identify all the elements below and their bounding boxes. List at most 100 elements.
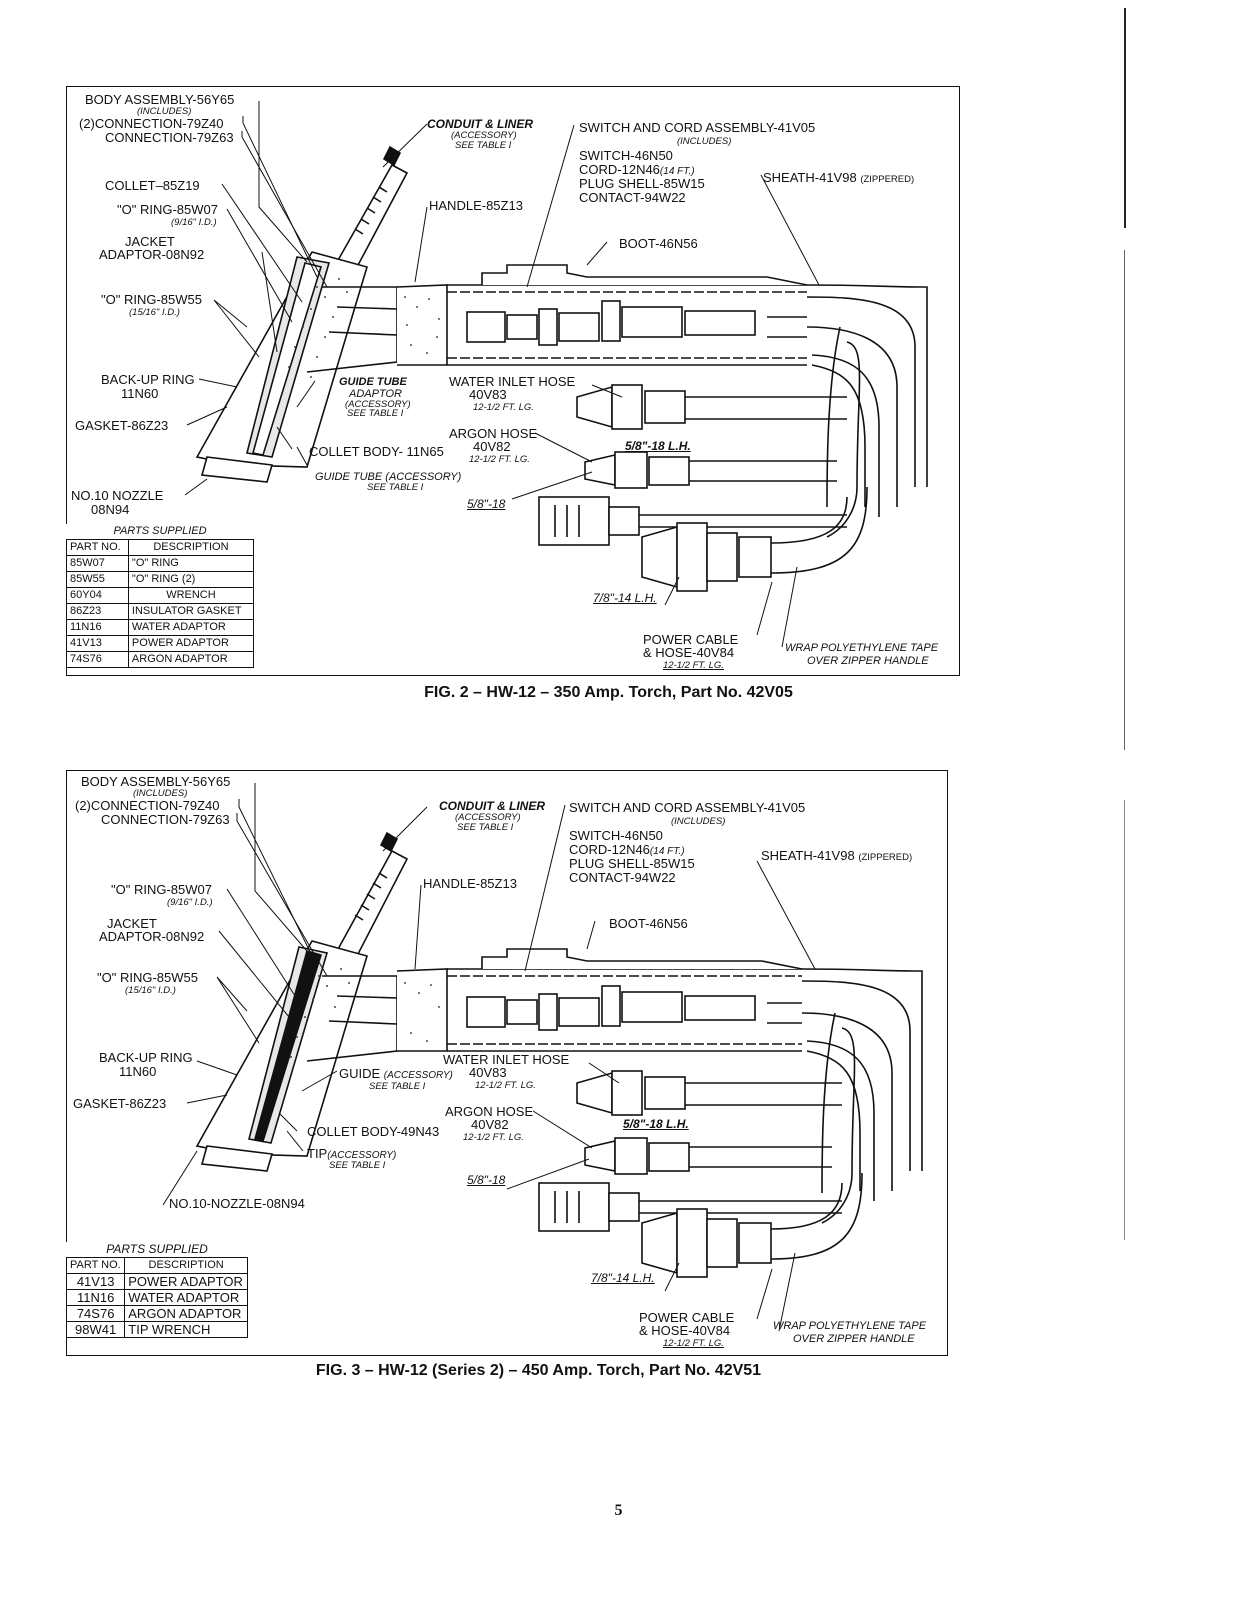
label-wrap-1: WRAP POLYETHYLENE TAPE: [773, 1320, 927, 1332]
label-cord-text: CORD-12N46: [579, 162, 660, 177]
parts-supplied-table: PARTS SUPPLIED PART NO. DESCRIPTION 41V1…: [65, 1242, 248, 1338]
label-sheath: SHEATH-41V98 (ZIPPERED): [761, 849, 912, 865]
table-row: 85W55"O" RING (2): [66, 571, 255, 588]
part-description: WRENCH: [127, 587, 255, 604]
table-title-row: PARTS SUPPLIED: [66, 1242, 248, 1258]
label-o-ring-2: "O" RING-85W55: [97, 970, 198, 985]
label-wrap-1: WRAP POLYETHYLENE TAPE: [785, 642, 939, 654]
label-conduit-sub2: SEE TABLE I: [457, 822, 514, 833]
part-number: 85W07: [66, 555, 129, 572]
part-number: 74S76: [66, 651, 129, 668]
label-includes: (INCLUDES): [133, 788, 188, 799]
label-conduit-sub1: (ACCESSORY): [451, 130, 517, 141]
part-description: TIP WRENCH: [124, 1321, 248, 1338]
part-number: 60Y04: [66, 587, 129, 604]
figure-3-frame: BODY ASSEMBLY-56Y65 (INCLUDES) (2)CONNEC…: [65, 770, 948, 1356]
label-jacket-1: JACKET: [107, 916, 157, 931]
label-includes: (INCLUDES): [137, 106, 192, 117]
part-number: 11N16: [66, 619, 129, 636]
part-number: 74S76: [65, 1305, 126, 1322]
label-power-len: 12-1/2 FT. LG.: [663, 1338, 724, 1349]
label-jacket-1: JACKET: [125, 234, 175, 249]
label-gasket: GASKET-86Z23: [75, 418, 169, 433]
label-thread-power: 7/8"-14 L.H.: [593, 591, 657, 605]
label-backup-2: 11N60: [121, 386, 159, 401]
label-tip: TIP(ACCESSORY): [307, 1147, 396, 1163]
label-thread-argon: 5/8"-18: [467, 497, 506, 511]
label-backup-1: BACK-UP RING: [99, 1050, 193, 1065]
table-header-row: PART NO. DESCRIPTION: [66, 539, 255, 556]
label-water-hose-pn: 40V83: [469, 1065, 507, 1080]
label-power-2: & HOSE-40V84: [643, 645, 735, 660]
column-header-description: DESCRIPTION: [127, 539, 255, 556]
label-tip-accessory: (ACCESSORY): [327, 1150, 397, 1161]
label-contact: CONTACT-94W22: [579, 190, 686, 205]
label-guide-tube: GUIDE TUBE (ACCESSORY): [315, 471, 462, 483]
label-power-2: & HOSE-40V84: [639, 1323, 731, 1338]
part-description: INSULATOR GASKET: [127, 603, 255, 620]
label-o-ring-2-size: (15/16" I.D.): [129, 307, 180, 318]
table-header-row: PART NO. DESCRIPTION: [65, 1257, 248, 1274]
label-switch-assembly: SWITCH AND CORD ASSEMBLY-41V05: [569, 800, 806, 815]
label-argon-hose-len: 12-1/2 FT. LG.: [469, 454, 530, 465]
part-description: "O" RING: [127, 555, 255, 572]
label-cord: CORD-12N46(14 FT.): [579, 163, 695, 179]
label-handle: HANDLE-85Z13: [423, 876, 517, 891]
label-argon-hose-pn: 40V82: [471, 1117, 509, 1132]
figure-2-caption: FIG. 2 – HW-12 – 350 Amp. Torch, Part No…: [424, 684, 793, 701]
label-argon-hose-len: 12-1/2 FT. LG.: [463, 1132, 524, 1143]
part-description: ARGON ADAPTOR: [127, 651, 255, 668]
label-power-len: 12-1/2 FT. LG.: [663, 660, 724, 671]
column-header-part: PART NO.: [66, 539, 129, 556]
label-o-ring-2-size: (15/16" I.D.): [125, 985, 176, 996]
label-switch-includes: (INCLUDES): [671, 816, 726, 827]
parts-supplied-table: PARTS SUPPLIED PART NO. DESCRIPTION 85W0…: [66, 524, 255, 668]
column-header-part: PART NO.: [65, 1257, 126, 1274]
label-o-ring-2: "O" RING-85W55: [101, 292, 202, 307]
label-thread-water: 5/8"-18 L.H.: [623, 1117, 689, 1131]
part-description: "O" RING (2): [127, 571, 255, 588]
label-nozzle-1: NO.10 NOZZLE: [71, 488, 164, 503]
label-power-1: POWER CABLE: [639, 1310, 735, 1325]
part-number: 98W41: [65, 1321, 126, 1338]
part-number: 11N16: [65, 1289, 126, 1306]
label-cord: CORD-12N46(14 FT.): [569, 843, 685, 859]
label-conduit: CONDUIT & LINER: [439, 799, 545, 813]
figure-2-frame: BODY ASSEMBLY-56Y65 (INCLUDES) (2)CONNEC…: [66, 86, 960, 676]
label-backup-1: BACK-UP RING: [101, 372, 195, 387]
figure-3-caption: FIG. 3 – HW-12 (Series 2) – 450 Amp. Tor…: [315, 1362, 762, 1379]
label-guide-3: (ACCESSORY): [345, 399, 411, 410]
scan-edge-line: [1124, 250, 1125, 750]
label-connection-2: (2)CONNECTION-79Z40: [75, 798, 220, 813]
part-description: POWER ADAPTOR: [127, 635, 255, 652]
label-boot: BOOT-46N56: [619, 236, 698, 251]
page-number: 5: [614, 1502, 623, 1519]
label-conduit-sub1: (ACCESSORY): [455, 812, 521, 823]
label-handle: HANDLE-85Z13: [429, 198, 523, 213]
label-o-ring-1-size: (9/16" I.D.): [167, 897, 213, 908]
label-guide-4: SEE TABLE I: [347, 408, 404, 419]
label-guide-sub: SEE TABLE I: [369, 1081, 426, 1092]
scan-edge-line: [1124, 8, 1126, 228]
label-cord-length: (14 FT.): [649, 846, 685, 857]
part-number: 41V13: [66, 635, 129, 652]
label-thread-argon: 5/8"-18: [467, 1173, 506, 1187]
table-title: PARTS SUPPLIED: [66, 524, 254, 540]
label-water-hose-len: 12-1/2 FT. LG.: [473, 402, 534, 413]
figure-3-drawing: [162, 783, 923, 1332]
label-guide-accessory: (ACCESSORY): [383, 1070, 453, 1081]
label-sheath: SHEATH-41V98 (ZIPPERED): [763, 171, 914, 187]
label-guide-2: ADAPTOR: [349, 388, 402, 400]
label-guide: GUIDE (ACCESSORY): [339, 1067, 453, 1083]
label-collet-body: COLLET BODY- 11N65: [309, 444, 444, 459]
label-sheath-text: SHEATH-41V98: [761, 848, 855, 863]
label-tip-text: TIP: [307, 1146, 328, 1161]
